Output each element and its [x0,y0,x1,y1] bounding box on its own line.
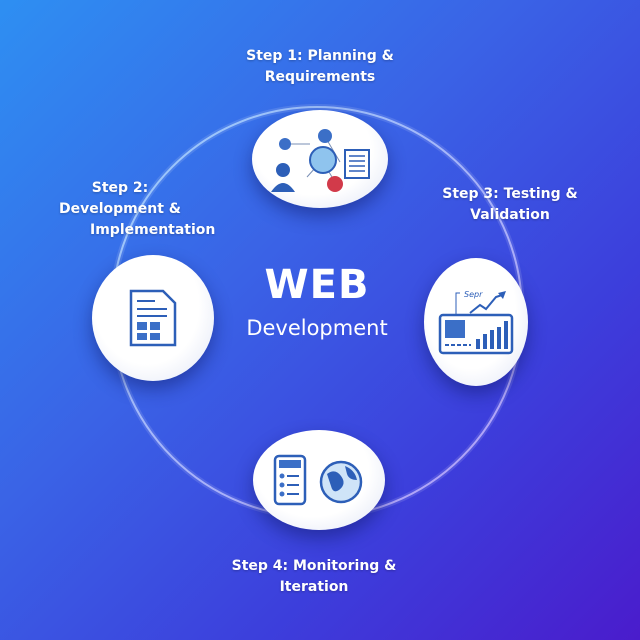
step-4-label-line2: Iteration [279,579,349,595]
step-2-label: Step 2: Development & Implementation [50,178,216,241]
step-3-label-line1: Step 3: Testing & [442,186,578,202]
chart-label: Sepr [464,290,483,299]
center-title: WEB [264,262,370,308]
step-3-label: Step 3: Testing & Validation [430,184,590,226]
step-4-node [253,430,385,530]
step-1-label-line2: Requirements [264,69,376,85]
step-1-label: Step 1: Planning & Requirements [220,46,420,88]
step-4-label: Step 4: Monitoring & Iteration [214,556,414,598]
monitor-globe-icon [273,454,363,506]
planning-network-icon [271,128,370,192]
step-3-node: Sepr [424,258,528,386]
step-2-node [92,255,214,381]
document-layout-icon [129,289,177,347]
step-3-label-line2: Validation [470,207,550,223]
step-1-label-line1: Step 1: Planning & [246,48,394,64]
analytics-dashboard-icon: Sepr [438,290,514,355]
step-2-label-line3: Implementation [90,222,216,238]
step-4-label-line1: Step 4: Monitoring & [231,558,397,574]
step-2-label-line1: Step 2: [91,180,149,196]
step-2-label-line2: Development & [58,201,181,217]
step-1-node [252,110,388,208]
center-subtitle: Development [246,316,388,340]
